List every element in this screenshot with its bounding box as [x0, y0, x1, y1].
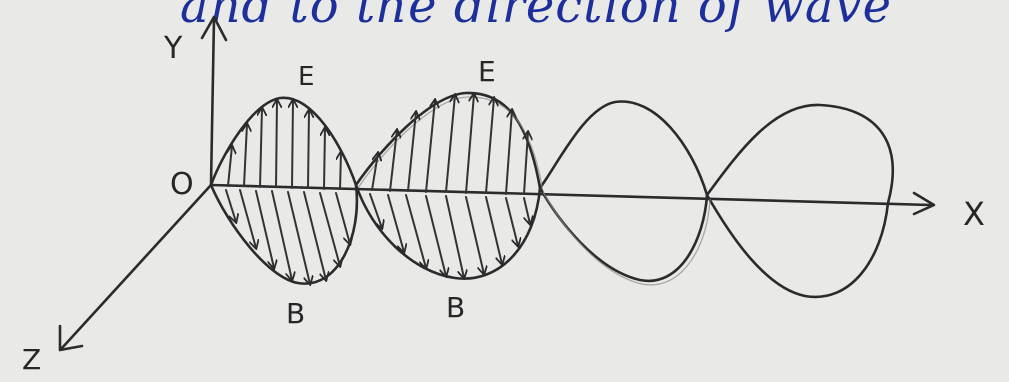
e-vector — [340, 152, 341, 190]
b-vector — [425, 195, 446, 276]
e-vector — [445, 95, 455, 193]
b-field-vectors — [225, 189, 530, 284]
z-axis-arrowhead — [58, 324, 84, 352]
e-vector — [292, 100, 293, 189]
e-field-lobe-4 — [705, 103, 894, 205]
e-field-vectors — [228, 94, 528, 195]
z-axis — [60, 183, 213, 350]
e-field-lobe-3 — [538, 100, 709, 197]
x-axis — [209, 183, 932, 207]
b-vector — [405, 194, 426, 268]
y-axis-arrowhead — [200, 15, 228, 42]
b-field-lobe-3-sketch — [542, 191, 711, 286]
e-field-lobe-2-sketch — [357, 96, 544, 193]
e-vector — [260, 108, 262, 188]
b-vector — [335, 192, 350, 244]
b-vector — [225, 189, 236, 222]
e-vector — [407, 112, 416, 192]
e-vector — [308, 110, 309, 189]
y-axis-label: Y — [164, 31, 183, 66]
e-vector — [244, 124, 247, 187]
e-vector — [389, 130, 397, 192]
b-vector — [505, 197, 518, 246]
b-vector — [255, 190, 274, 268]
handwritten-heading: and to the direction of wave — [180, 0, 892, 34]
b-field-lobe-4 — [705, 193, 890, 299]
e-vector — [465, 94, 474, 194]
b-vector — [445, 195, 464, 278]
x-axis-arrowhead — [912, 191, 936, 216]
e-vector — [524, 132, 528, 195]
e-field-label-1: E — [298, 62, 315, 92]
b-vector — [485, 196, 502, 264]
e-vector — [485, 98, 494, 194]
e-vector — [228, 146, 232, 187]
b-field-label-1: B — [286, 297, 306, 330]
y-axis — [209, 16, 216, 187]
e-vector — [425, 100, 435, 193]
e-vector — [505, 110, 512, 195]
b-field-label-2: B — [446, 291, 466, 324]
origin-label: O — [170, 167, 194, 202]
b-vector — [319, 192, 340, 266]
b-vector — [287, 191, 310, 284]
b-field-lobe-2 — [354, 183, 542, 280]
e-vector — [276, 100, 277, 188]
b-vector — [523, 197, 530, 224]
b-field-lobe-3 — [538, 186, 709, 283]
b-vector — [303, 191, 326, 280]
e-field-label-2: E — [478, 55, 496, 88]
b-vector — [239, 189, 256, 248]
b-field-lobe-1 — [209, 183, 359, 285]
b-vector — [369, 193, 382, 228]
e-field-lobe-1 — [209, 96, 358, 187]
b-vector — [465, 196, 484, 274]
x-axis-label: X — [963, 195, 985, 233]
b-vector — [387, 194, 404, 252]
b-vector — [271, 190, 292, 280]
e-vector — [324, 128, 325, 190]
e-vector — [371, 153, 378, 191]
z-axis-label: Z — [22, 343, 42, 376]
